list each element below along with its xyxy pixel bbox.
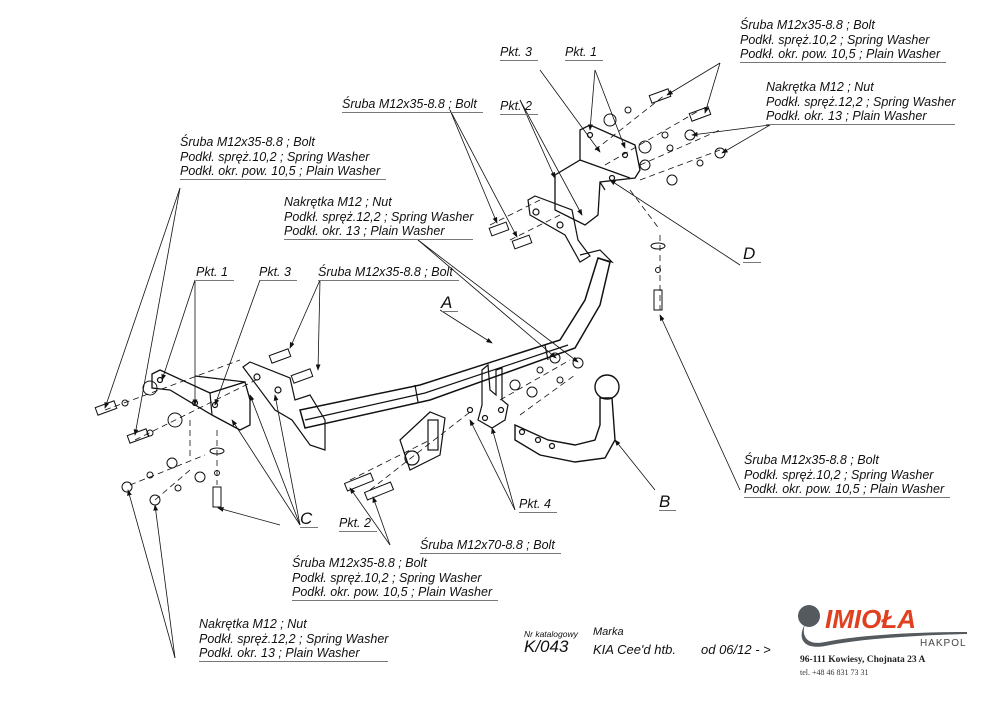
label-pkt2-top: Pkt. 2 — [500, 99, 538, 115]
left-side-plate — [242, 361, 326, 451]
callout-center-nut: Nakrętka M12 ; Nut Podkł. spręż.12,2 ; S… — [284, 195, 474, 240]
callout-line: Podkł. spręż.10,2 ; Spring Washer — [180, 149, 370, 164]
callout-line: Podkł. okr. 13 ; Plain Washer — [199, 646, 389, 662]
callout-line: Podkł. okr. pow. 10,5 ; Plain Washer — [180, 164, 387, 180]
company-logo: IMIOŁA HAKPOL — [798, 604, 967, 649]
bracket-c — [151, 369, 251, 431]
callout-top-right-nut: Nakrętka M12 ; Nut Podkł. spręż.12,2 ; S… — [766, 80, 956, 125]
callout-line: Podkł. spręż.10,2 ; Spring Washer — [292, 570, 482, 585]
callout-line: Podkł. spręż.12,2 ; Spring Washer — [766, 94, 956, 109]
callout-line: Podkł. okr. 13 ; Plain Washer — [766, 109, 956, 125]
callout-bottom-nut: Nakrętka M12 ; Nut Podkł. spręż.12,2 ; S… — [199, 617, 389, 662]
callout-line: Podkł. spręż.10,2 ; Spring Washer — [740, 32, 930, 47]
crossbar-a — [299, 249, 615, 429]
catalog-number-caption: Nr katalogowy — [524, 629, 578, 639]
label-pkt4: Pkt. 4 — [519, 497, 557, 513]
callout-line: Podkł. spręż.12,2 ; Spring Washer — [199, 631, 389, 646]
callout-line: Śruba M12x35-8.8 ; Bolt — [744, 453, 879, 467]
vehicle-model: KIA Cee'd htb. — [593, 642, 676, 657]
tow-ball-b — [514, 374, 620, 463]
label-pkt3-top: Pkt. 3 — [500, 45, 538, 61]
callout-line: Podkł. spręż.12,2 ; Spring Washer — [284, 209, 474, 224]
callout-line: Podkł. okr. pow. 10,5 ; Plain Washer — [740, 47, 947, 63]
production-date: od 06/12 - > — [701, 642, 771, 657]
callout-top-center-bolt: Śruba M12x35-8.8 ; Bolt — [342, 97, 483, 113]
part-label-b: B — [659, 493, 677, 511]
label-pkt3-left: Pkt. 3 — [259, 265, 297, 281]
callout-line: Podkł. spręż.10,2 ; Spring Washer — [744, 467, 934, 482]
part-label-c: C — [300, 510, 319, 528]
part-label-d: D — [743, 245, 762, 263]
center-bracket — [466, 363, 509, 429]
callout-right-bolt: Śruba M12x35-8.8 ; Bolt Podkł. spręż.10,… — [744, 453, 951, 498]
callout-line: Śruba M12x35-8.8 ; Bolt — [740, 18, 875, 32]
label-pkt1-left: Pkt. 1 — [196, 265, 234, 281]
tow-ball-logo-icon — [798, 605, 820, 627]
callout-bottom-bolt: Śruba M12x35-8.8 ; Bolt Podkł. spręż.10,… — [292, 556, 499, 601]
callout-line: Nakrętka M12 ; Nut — [766, 80, 874, 94]
brand-caption: Marka — [593, 626, 624, 638]
logo-subtext: HAKPOL — [920, 638, 967, 649]
bracket-d — [554, 124, 641, 226]
assembly-lines — [104, 94, 721, 501]
logo-text: IMIOŁA — [825, 604, 916, 634]
callout-line: Podkł. okr. pow. 10,5 ; Plain Washer — [292, 585, 499, 601]
right-side-plate — [527, 195, 591, 263]
company-address: 96-111 Kowiesy, Chojnata 23 A — [800, 655, 926, 665]
socket-plate — [399, 411, 446, 471]
callout-top-right-bolt: Śruba M12x35-8.8 ; Bolt Podkł. spręż.10,… — [740, 18, 947, 63]
label-pkt1-top: Pkt. 1 — [565, 45, 603, 61]
part-label-a: A — [441, 294, 459, 312]
label-pkt2-bottom: Pkt. 2 — [339, 516, 377, 532]
company-phone: tel. +48 46 831 73 31 — [800, 668, 869, 677]
callout-line: Śruba M12x35-8.8 ; Bolt — [180, 135, 315, 149]
callout-long-bolt: Śruba M12x70-8.8 ; Bolt — [420, 538, 561, 554]
callout-line: Nakrętka M12 ; Nut — [284, 195, 392, 209]
callout-line: Nakrętka M12 ; Nut — [199, 617, 307, 631]
callout-line: Podkł. okr. 13 ; Plain Washer — [284, 224, 474, 240]
leader-lines — [104, 62, 771, 659]
callout-line: Podkł. okr. pow. 10,5 ; Plain Washer — [744, 482, 951, 498]
callout-left-mid-bolt: Śruba M12x35-8.8 ; Bolt — [318, 265, 459, 281]
callout-line: Śruba M12x35-8.8 ; Bolt — [292, 556, 427, 570]
callout-left-bolt: Śruba M12x35-8.8 ; Bolt Podkł. spręż.10,… — [180, 135, 387, 180]
logo-swoosh — [801, 624, 967, 647]
fasteners — [94, 88, 726, 508]
catalog-number: K/043 — [524, 637, 569, 656]
